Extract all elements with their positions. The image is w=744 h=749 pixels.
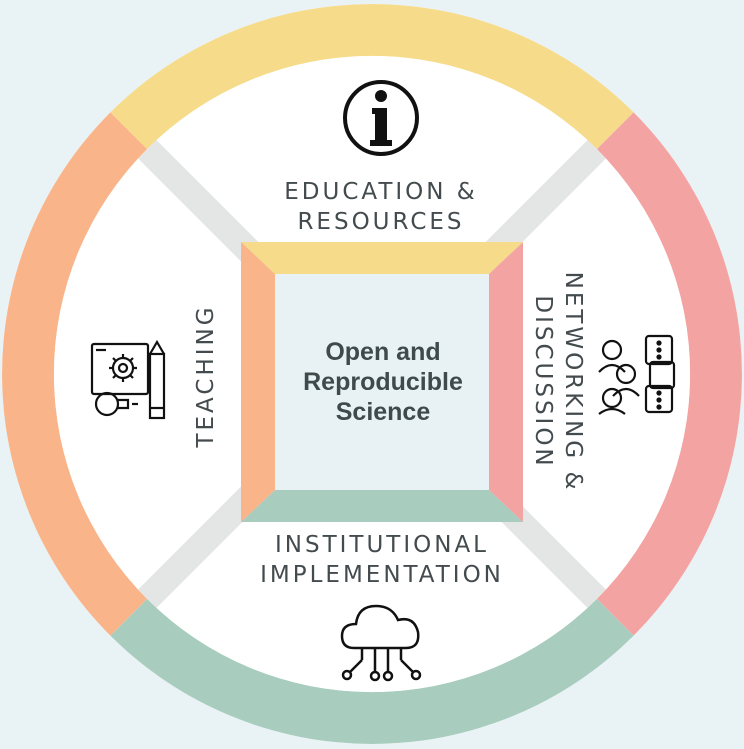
center-title-line2: Reproducible (303, 368, 463, 396)
center-square (275, 274, 489, 490)
education-label-line1: EDUCATION & (284, 179, 477, 205)
center-title-line1: Open and (325, 338, 440, 366)
frame-left (241, 242, 275, 522)
people-chat-icon (598, 334, 676, 415)
ring-segment-left (2, 112, 148, 636)
cloud-network-icon (340, 604, 422, 682)
section-education: EDUCATION & RESOURCES (284, 80, 477, 235)
frame-right (489, 242, 523, 522)
institutional-label-line1: INSTITUTIONAL (275, 532, 489, 558)
networking-label-line2: DISCUSSION (530, 295, 556, 468)
inner-frame (241, 242, 523, 522)
center-title-line3: Science (336, 398, 431, 426)
ring-segment-right (596, 112, 742, 636)
institutional-label-line2: IMPLEMENTATION (260, 562, 504, 588)
info-icon (343, 80, 419, 156)
education-label-line2: RESOURCES (297, 209, 464, 235)
ring-segment-top (110, 4, 634, 150)
section-institutional: INSTITUTIONAL IMPLEMENTATION (260, 532, 504, 682)
section-teaching: TEACHING (90, 304, 219, 449)
ring-segment-bottom (110, 598, 634, 744)
frame-bottom (241, 490, 523, 522)
section-networking: NETWORKING & DISCUSSION (530, 272, 676, 493)
frame-top (241, 242, 523, 274)
teaching-board-icon (90, 339, 166, 420)
teaching-label: TEACHING (193, 304, 219, 448)
networking-label-line1: NETWORKING & (560, 272, 586, 493)
